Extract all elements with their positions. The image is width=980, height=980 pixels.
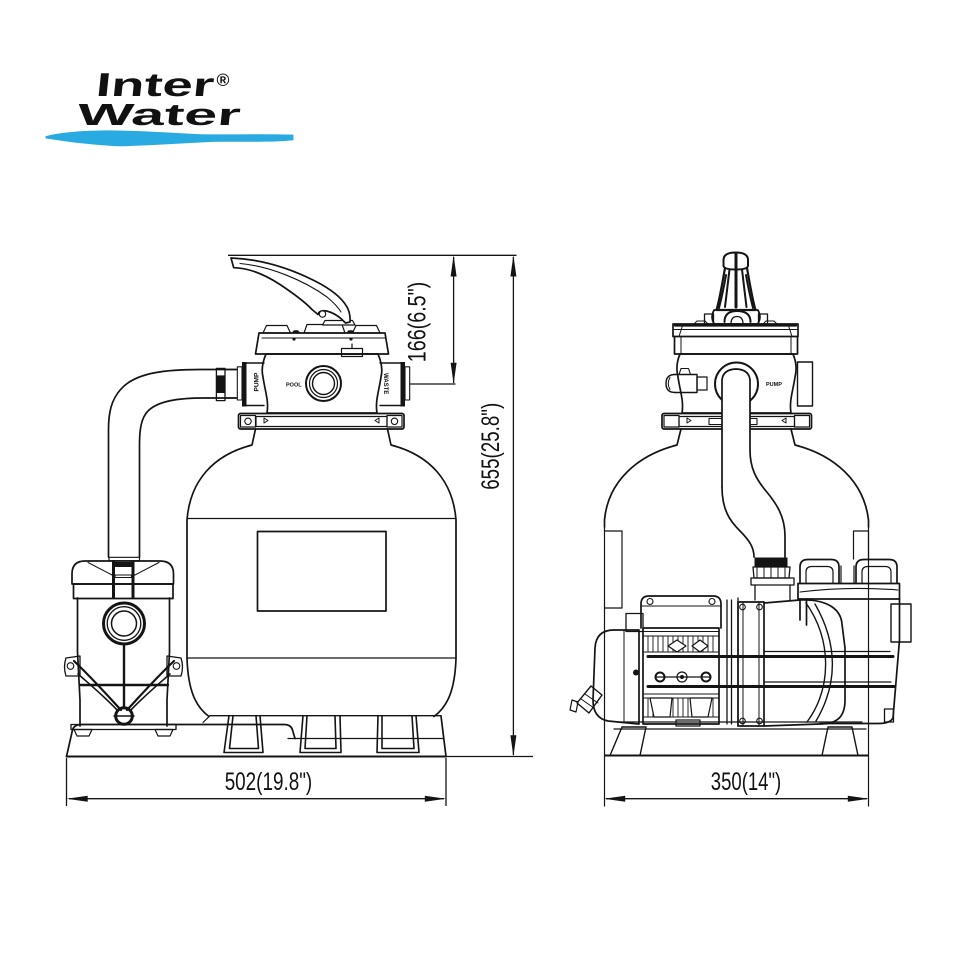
svg-text:Inter: Inter xyxy=(94,67,216,104)
svg-text:350(14"): 350(14") xyxy=(711,768,781,796)
svg-text:WASTE: WASTE xyxy=(382,373,388,394)
svg-text:166(6.5"): 166(6.5") xyxy=(404,282,432,362)
svg-text:655(25.8"): 655(25.8") xyxy=(477,403,505,490)
svg-text:Water: Water xyxy=(76,98,243,132)
svg-text:POOL: POOL xyxy=(286,383,302,389)
svg-text:®: ® xyxy=(217,70,230,90)
svg-text:PUMP: PUMP xyxy=(766,382,782,388)
svg-text:502(19.8"): 502(19.8") xyxy=(225,768,313,796)
svg-text:PUMP: PUMP xyxy=(254,372,261,391)
